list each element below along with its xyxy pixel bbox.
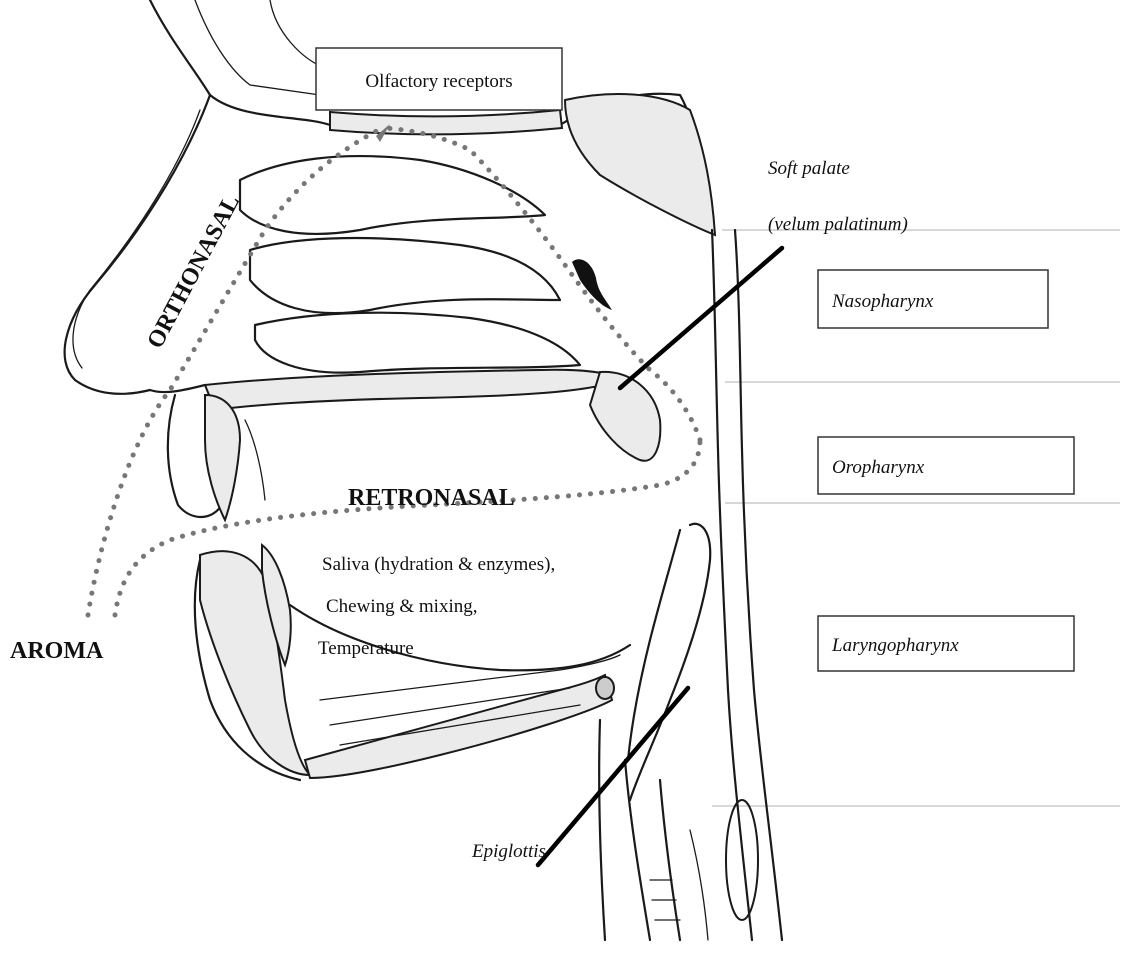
velum-palatinum-label: (velum palatinum) [768, 214, 908, 235]
hard-palate [205, 370, 620, 410]
prevertebral-line [735, 230, 782, 940]
anatomy-illustration [65, 0, 782, 940]
superior-turbinate [240, 156, 545, 234]
sphenoid-bone [565, 94, 715, 235]
soft-palate-label: Soft palate [768, 158, 850, 179]
soft-palate-pointer [620, 248, 782, 388]
cribriform-plate [330, 110, 562, 134]
trachea-line [690, 830, 708, 940]
hyoid-bone [596, 677, 614, 699]
vertebra [726, 800, 758, 920]
nostril [150, 385, 205, 392]
chewing-label: Chewing & mixing, [326, 596, 477, 617]
inferior-turbinate [255, 313, 580, 373]
epiglottis-label: Epiglottis [471, 841, 546, 862]
larynx-inner-1 [625, 760, 650, 940]
olfactory-receptors-label: Olfactory receptors [365, 71, 512, 92]
larynx-inner-2 [660, 780, 680, 940]
frontal-bone-inner [195, 0, 320, 95]
nose-dorsum-inner [73, 110, 200, 368]
oropharynx-label: Oropharynx [832, 457, 925, 478]
upper-incisor [205, 395, 240, 520]
mandible-body [305, 675, 612, 778]
nasopharynx-label: Nasopharynx [831, 291, 934, 312]
mandible-front [200, 551, 310, 775]
upper-alveolar [245, 420, 265, 500]
saliva-label: Saliva (hydration & enzymes), [322, 554, 555, 575]
laryngopharynx-label: Laryngopharynx [831, 635, 959, 656]
middle-turbinate [250, 238, 560, 313]
temperature-label: Temperature [318, 638, 414, 659]
aroma-label: AROMA [10, 638, 104, 664]
orthonasal-label: ORTHONASAL [142, 191, 245, 353]
retronasal-label: RETRONASAL [348, 485, 515, 511]
posterior-pharyngeal-wall [712, 230, 752, 940]
larynx-front [599, 720, 605, 940]
